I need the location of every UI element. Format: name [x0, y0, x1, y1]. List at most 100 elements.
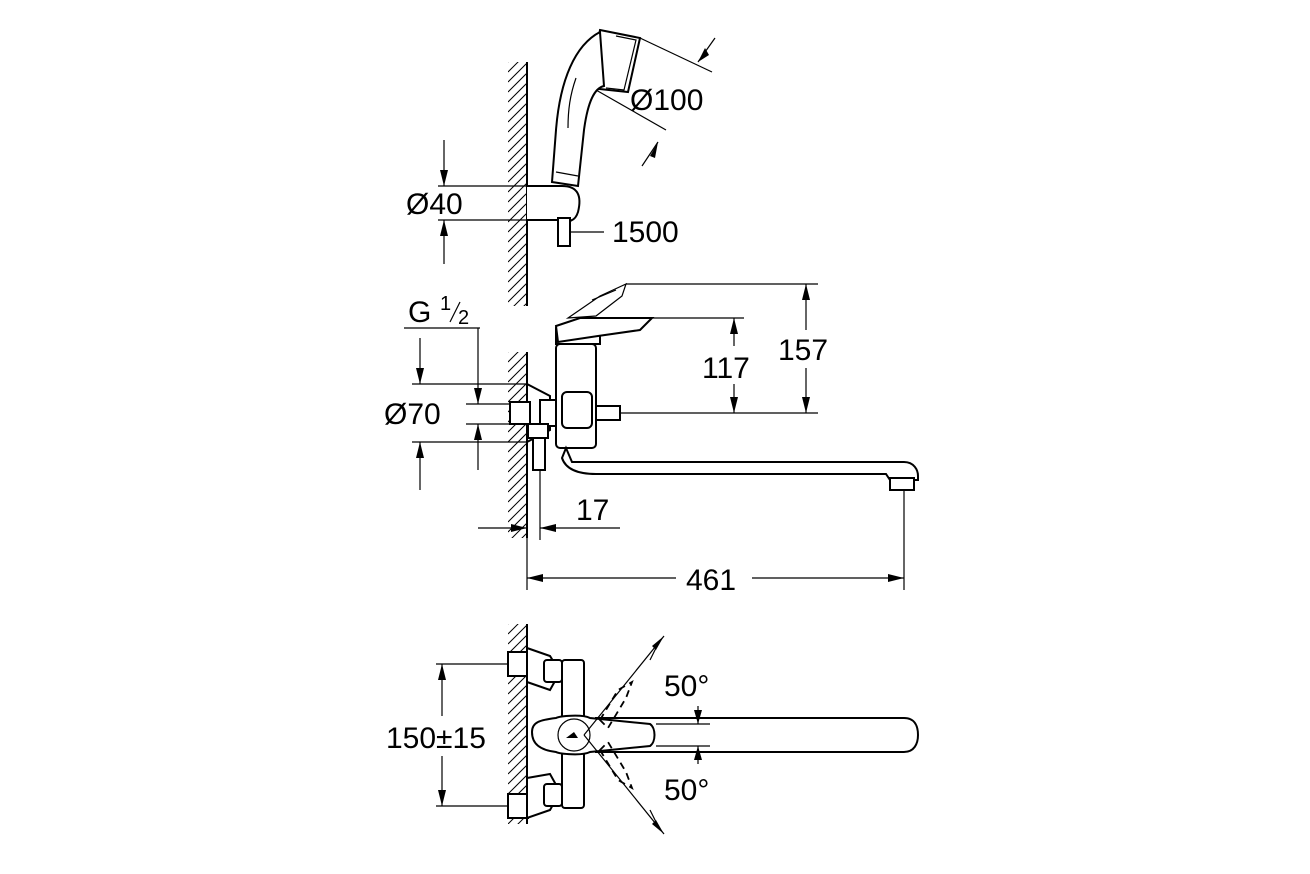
hatch-line [508, 191, 528, 213]
label-thread-den: 2 [458, 307, 469, 329]
hatch-line [508, 624, 528, 645]
hatch-line [508, 62, 519, 73]
hatch-line [508, 633, 528, 655]
hatch-line [508, 231, 528, 253]
mixer-plan [530, 659, 920, 809]
hatch-line [508, 381, 528, 403]
label-offset-17: 17 [576, 494, 609, 527]
plan-view: 50° 50° 150±15 [386, 624, 920, 854]
label-angle-top: 50° [664, 670, 709, 703]
hatch-line [508, 81, 528, 103]
label-thread-G: G [408, 296, 431, 329]
label-reach-461: 461 [686, 564, 736, 597]
hatch-line [508, 441, 528, 463]
handshower-holder [527, 185, 581, 247]
hatch-line [508, 773, 528, 795]
hatch-line [508, 141, 528, 163]
label-diameter-100: Ø100 [630, 84, 703, 117]
hatch-line [508, 743, 528, 765]
hatch-line [508, 481, 528, 503]
hatch-line [508, 281, 528, 303]
label-hose-1500: 1500 [612, 216, 679, 249]
hatch-line [508, 111, 528, 133]
dimension-centres: 150±15 [386, 663, 508, 807]
hatch-line [508, 62, 528, 83]
label-height-157: 157 [778, 334, 828, 367]
label-thread-num: 1 [440, 293, 451, 315]
hatch-line [508, 713, 528, 735]
hatch-line [523, 301, 528, 306]
hatch-line [508, 121, 528, 143]
hatch-line [508, 352, 519, 363]
connector-upper [507, 646, 563, 692]
hatch-line [508, 91, 528, 113]
label-diameter-70: Ø70 [384, 398, 441, 431]
hatch-line [508, 542, 528, 562]
hatch-line [508, 161, 528, 183]
hatch-line [508, 312, 528, 332]
dimension-diameter-70: Ø70 [384, 338, 527, 490]
handshower [550, 28, 642, 188]
hatch-line [508, 461, 528, 483]
hatch-line [508, 151, 528, 173]
hatch-line [508, 322, 528, 342]
hatch-line [508, 421, 528, 443]
hatch-line [508, 491, 528, 513]
hatch-line [508, 361, 528, 383]
hatch-line [508, 693, 528, 715]
hatch-line [508, 171, 528, 193]
hatch-line [508, 352, 528, 373]
label-height-117: 117 [702, 352, 750, 385]
label-angle-bottom: 50° [664, 774, 709, 807]
hatch-line [508, 471, 528, 493]
hatch-line [508, 683, 528, 705]
label-diameter-40: Ø40 [406, 188, 463, 221]
hatch-line [508, 703, 528, 725]
hatch-line [508, 834, 528, 854]
hatch-line [508, 131, 528, 153]
dimension-offset-17: 17 [478, 470, 620, 540]
lever-swing: 50° 50° [583, 635, 710, 835]
hatch-line [511, 521, 528, 538]
hatch-line [508, 241, 528, 263]
wall-hatch-middle [508, 352, 528, 572]
hatch-line [508, 451, 528, 473]
hatch-line [508, 271, 528, 293]
hatch-line [508, 624, 519, 635]
hatch-line [508, 501, 528, 523]
wall-hatch-top [508, 62, 528, 342]
dimension-hose-1500: 1500 [570, 216, 679, 249]
mixer-body [509, 282, 919, 491]
handshower-view: Ø100 Ø40 1500 [406, 28, 716, 342]
dimension-thread: G 1 2 [404, 293, 510, 470]
side-view: G 1 2 Ø70 [384, 282, 919, 597]
dimension-diameter-40: Ø40 [406, 140, 527, 264]
hatch-line [508, 371, 528, 393]
hatch-line [508, 211, 528, 233]
hatch-line [508, 181, 528, 203]
hatch-line [508, 352, 509, 353]
hatch-line [513, 291, 528, 306]
hatch-line [508, 221, 528, 243]
hatch-line [508, 261, 528, 283]
hatch-line [521, 531, 528, 538]
dimension-diameter-100: Ø100 [595, 37, 716, 167]
hatch-line [508, 62, 509, 63]
hatch-line [508, 673, 528, 695]
hatch-line [527, 823, 528, 824]
hatch-line [508, 71, 528, 93]
hatch-line [508, 101, 528, 123]
hatch-line [508, 723, 528, 745]
hatch-line [508, 753, 528, 775]
hatch-line [508, 733, 528, 755]
hatch-line [508, 763, 528, 785]
dimension-heights: 117 157 [620, 283, 828, 414]
hatch-line [508, 201, 528, 223]
hatch-line [508, 624, 509, 625]
label-centres: 150±15 [386, 722, 486, 755]
dimension-reach-461: 461 [526, 490, 905, 597]
connector-lower [507, 772, 563, 820]
hatch-line [508, 251, 528, 273]
hatch-line [508, 552, 528, 572]
